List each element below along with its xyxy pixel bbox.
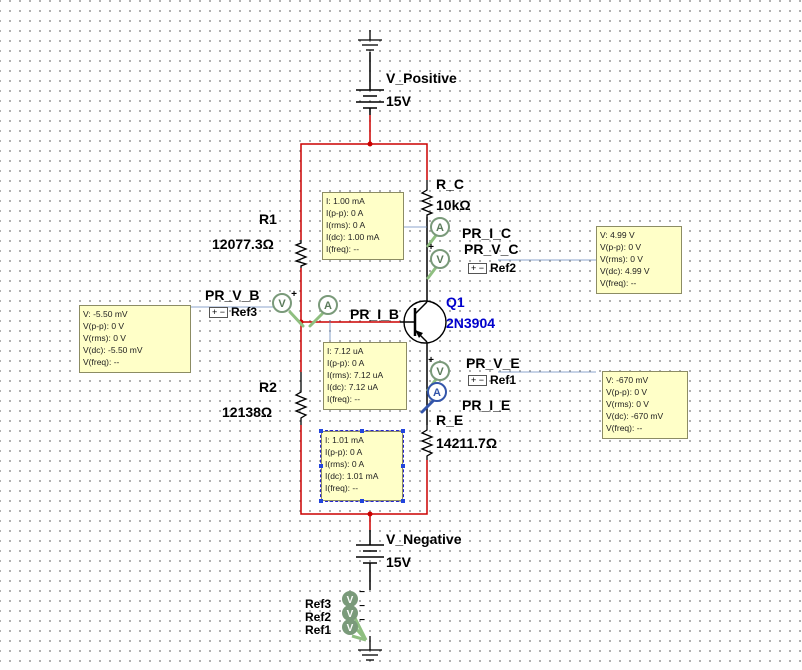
probe-pr-i-e-label: PR_I_E <box>462 397 511 413</box>
plus-minus-icon: + − <box>468 374 488 386</box>
q1-model: 2N3904 <box>446 315 496 331</box>
voltage-probe-e-icon: V+ <box>428 355 450 381</box>
selection-handle[interactable] <box>319 499 323 503</box>
svg-text:−: − <box>359 615 365 626</box>
svg-text:−: − <box>359 601 365 612</box>
ref2-label: Ref2 <box>305 610 332 624</box>
selection-handle[interactable] <box>360 429 364 433</box>
battery-positive-icon <box>356 52 384 115</box>
ref1-label: Ref1 <box>305 623 332 637</box>
svg-text:V: V <box>347 609 354 620</box>
selection-handle[interactable] <box>401 499 405 503</box>
r1-value: 12077.3Ω <box>212 236 274 252</box>
battery-negative-icon <box>356 530 384 590</box>
svg-text:V: V <box>347 623 354 634</box>
r2-value: 12138Ω <box>222 404 273 420</box>
r2-name: R2 <box>259 379 277 395</box>
svg-text:V: V <box>436 254 444 266</box>
probe-pr-i-b-label: PR_I_B <box>350 306 400 322</box>
current-probe-c-icon: A <box>430 217 450 237</box>
v-negative-value: 15V <box>386 554 411 570</box>
resistor-rc-icon <box>420 180 434 217</box>
probe-pr-v-c-label: PR_V_C <box>464 241 519 257</box>
ground-bottom-icon <box>358 636 382 661</box>
plus-minus-icon: + − <box>209 306 229 318</box>
ref3-probe-icon: V <box>342 591 358 607</box>
svg-text:+: + <box>291 289 297 300</box>
current-probe-b-icon: A <box>318 295 338 315</box>
voltage-probe-c-icon: V+ <box>428 242 450 269</box>
q1-name: Q1 <box>446 294 465 310</box>
svg-text:+: + <box>428 355 434 366</box>
probe-pr-v-e-label: PR_V_E <box>466 355 520 371</box>
ref1-toggle[interactable]: + −Ref1 <box>468 373 516 387</box>
v-positive-name: V_Positive <box>386 70 457 86</box>
selection-handle[interactable] <box>319 464 323 468</box>
svg-text:A: A <box>436 222 444 234</box>
reference-probe-stack: V V V − − − <box>342 587 368 642</box>
re-name: R_E <box>436 412 464 428</box>
selection-handle[interactable] <box>401 429 405 433</box>
re-value: 14211.7Ω <box>436 435 498 451</box>
svg-text:V: V <box>436 366 444 378</box>
svg-text:A: A <box>433 387 441 399</box>
svg-text:+: + <box>428 242 434 253</box>
r1-name: R1 <box>259 211 277 227</box>
svg-text:V: V <box>278 298 286 310</box>
rc-value: 10kΩ <box>436 197 471 213</box>
ground-top-icon <box>358 30 382 51</box>
rc-name: R_C <box>436 176 465 192</box>
resistor-r1-icon <box>294 240 308 268</box>
ref1-probe-icon: V <box>342 619 358 635</box>
transistor-q1-icon <box>400 300 447 344</box>
ref2-probe-icon: V <box>342 605 358 621</box>
ref2-toggle[interactable]: + −Ref2 <box>468 261 516 275</box>
ref3-label: Ref3 <box>305 597 332 611</box>
svg-text:V: V <box>347 595 354 606</box>
resistor-re-icon <box>420 425 434 460</box>
current-probe-e-icon: A <box>427 382 447 402</box>
v-negative-name: V_Negative <box>386 531 462 547</box>
v-positive-value: 15V <box>386 93 411 109</box>
probe-pr-i-c-label: PR_I_C <box>462 225 512 241</box>
selection-handle[interactable] <box>360 499 364 503</box>
svg-text:−: − <box>359 587 365 598</box>
probe-pr-v-b-label: PR_V_B <box>205 287 260 303</box>
ref3-toggle[interactable]: + −Ref3 <box>209 305 257 319</box>
selection-handle[interactable] <box>401 464 405 468</box>
voltage-probe-b-icon: V+ <box>272 289 297 313</box>
plus-minus-icon: + − <box>468 262 488 274</box>
svg-text:A: A <box>324 300 332 312</box>
resistor-r2-icon <box>294 372 308 425</box>
selection-handle[interactable] <box>319 429 323 433</box>
